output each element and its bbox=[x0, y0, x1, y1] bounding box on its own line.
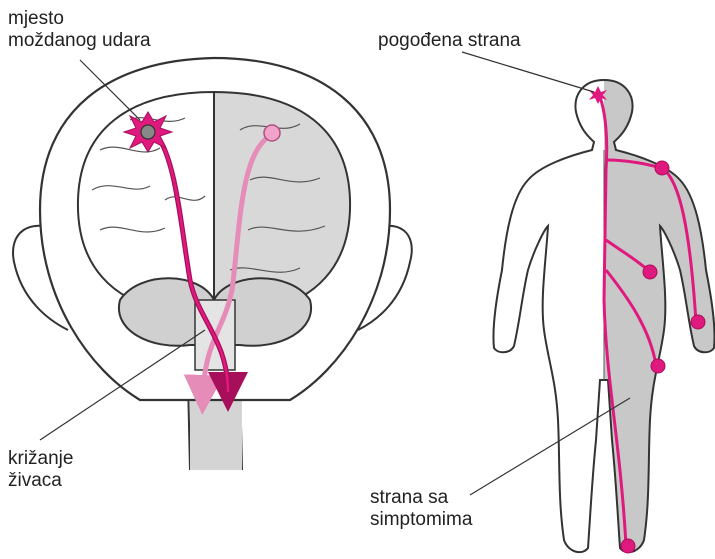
head-back-view bbox=[13, 58, 412, 470]
stroke-site-label: mjesto moždanog udara bbox=[8, 8, 151, 52]
affected-side-label: pogođena strana bbox=[378, 30, 521, 52]
stroke-site-line-2: moždanog udara bbox=[8, 30, 151, 52]
symptom-side-label: strana sa simptomima bbox=[370, 487, 472, 531]
affected-side-leader bbox=[462, 52, 594, 92]
nerve-crossing-label: križanje živaca bbox=[8, 448, 73, 492]
symptom-side-line-2: simptomima bbox=[370, 509, 472, 531]
body-back-view bbox=[462, 52, 715, 553]
nerve-crossing-line-1: križanje bbox=[8, 448, 73, 470]
nerve-crossing-line-2: živaca bbox=[8, 470, 73, 492]
stroke-site-line-1: mjesto bbox=[8, 8, 151, 30]
symptom-side-leader bbox=[470, 398, 630, 495]
symptom-side-line-1: strana sa bbox=[370, 487, 472, 509]
stroke-burst-icon bbox=[124, 112, 172, 152]
unaffected-neuron bbox=[264, 125, 280, 141]
